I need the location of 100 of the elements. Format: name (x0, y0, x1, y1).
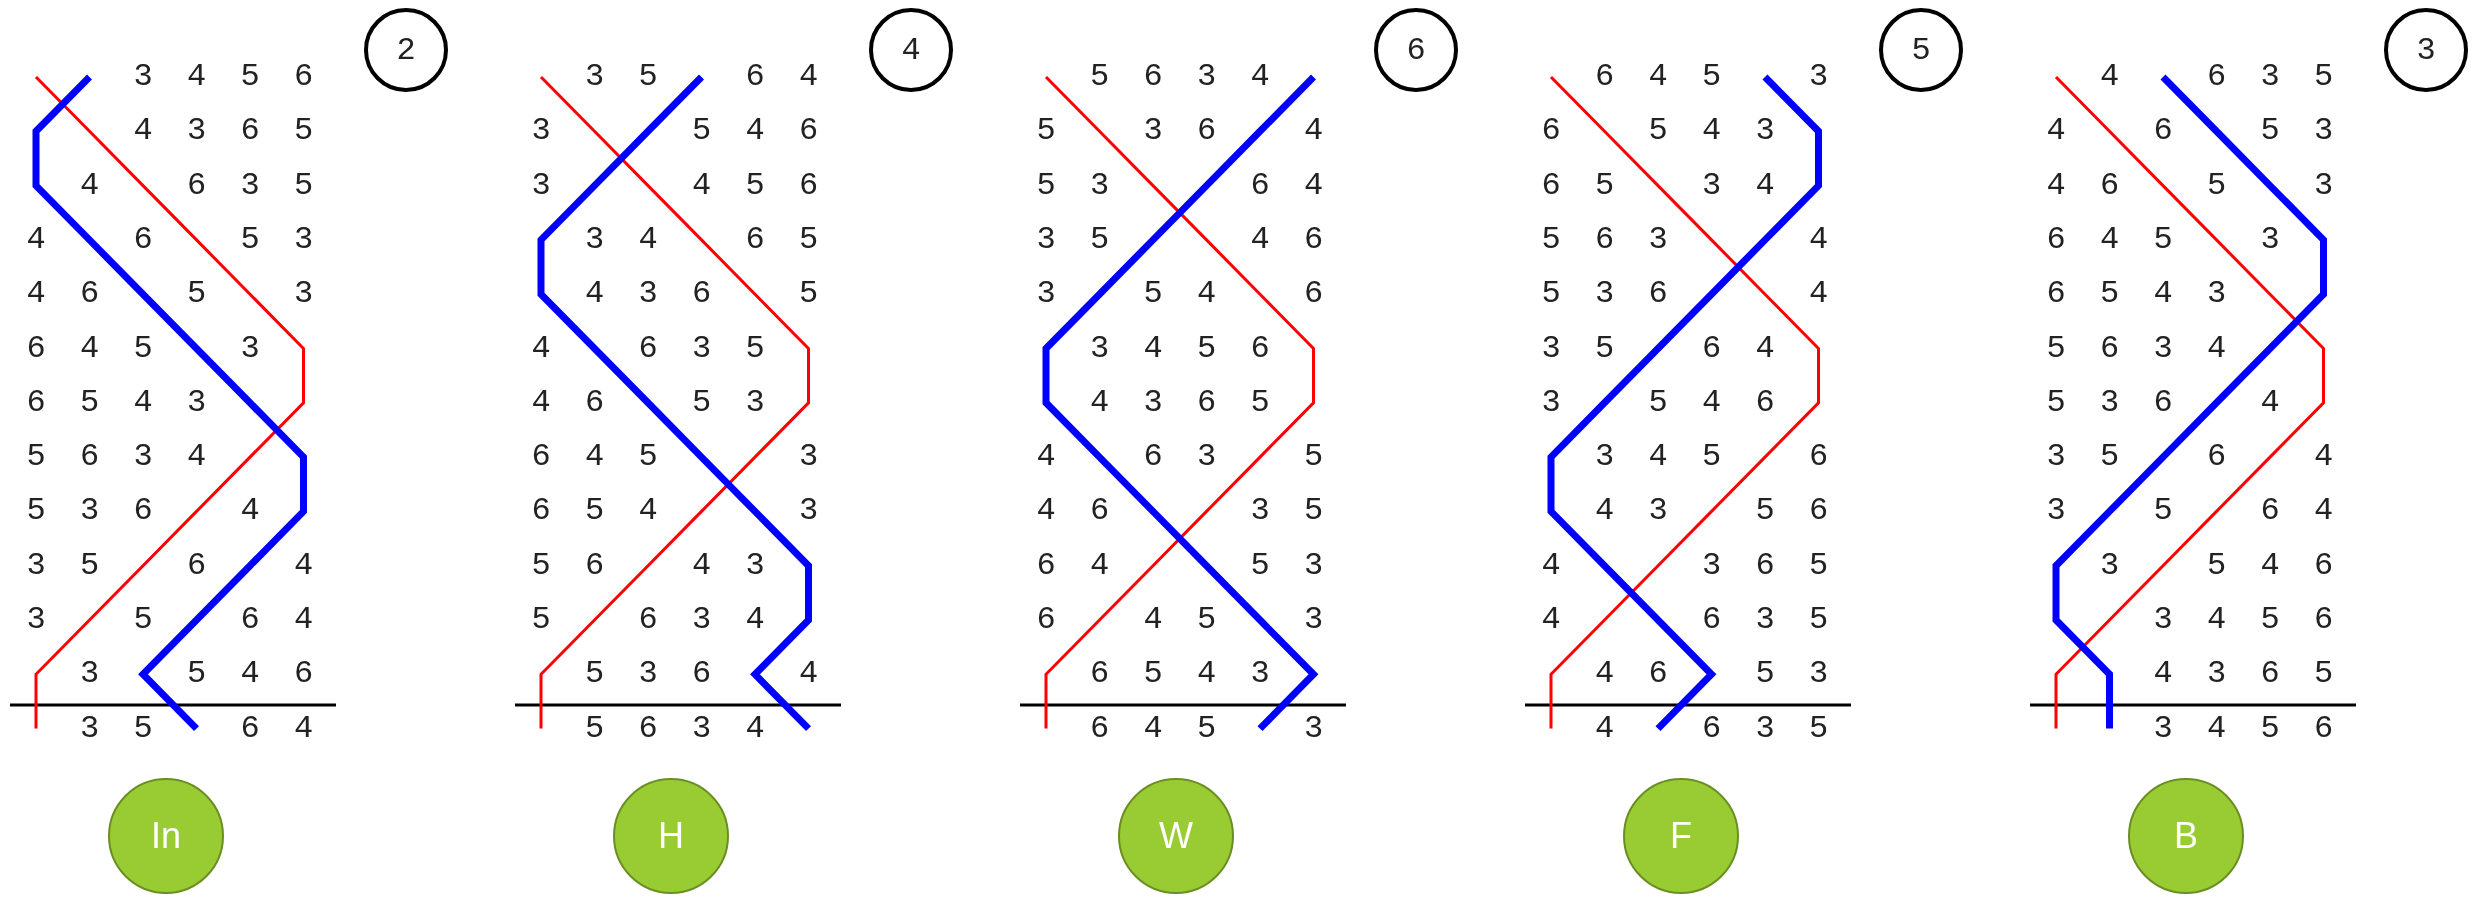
bell-number: 6 (2153, 115, 2173, 148)
bell-number: 5 (1701, 441, 1722, 474)
circled-number: 4 (869, 8, 953, 92)
bell-number: 5 (1089, 223, 1110, 256)
bell-number: 5 (1250, 549, 1270, 582)
bell-number: 3 (1701, 169, 1722, 202)
bell-number: 5 (1648, 115, 1668, 148)
bell-number: 5 (1036, 115, 1056, 148)
bell-number: 3 (798, 495, 819, 528)
bell-number: 6 (2099, 169, 2120, 202)
circled-number: 3 (2384, 8, 2468, 92)
bell-number: 3 (2153, 332, 2173, 365)
bell-number: 4 (1036, 495, 1056, 528)
bell-number: 6 (2046, 223, 2066, 256)
bell-number: 6 (186, 549, 207, 582)
method-badge: In (108, 778, 224, 894)
bell-number: 3 (79, 712, 100, 745)
bell-number: 3 (1196, 61, 1217, 93)
bell-number: 4 (133, 115, 153, 148)
bell-number: 6 (745, 61, 765, 93)
bell-number: 4 (1143, 712, 1163, 745)
bell-number: 6 (1541, 115, 1561, 148)
bell-number: 5 (798, 278, 819, 311)
bell-number: 4 (691, 549, 712, 582)
bell-number: 4 (133, 386, 153, 419)
bell-number: 5 (186, 278, 207, 311)
bell-number: 6 (584, 549, 605, 582)
bell-number: 3 (2313, 115, 2334, 148)
bell-number: 5 (2153, 495, 2173, 528)
bell-number: 6 (1808, 495, 1829, 528)
bell-number: 6 (240, 712, 260, 745)
bell-number: 3 (1303, 712, 1324, 745)
bell-number: 6 (1701, 332, 1722, 365)
bell-number: 4 (1250, 61, 1270, 93)
bell-number: 5 (79, 549, 100, 582)
bell-number: 6 (1303, 223, 1324, 256)
bell-number: 3 (133, 441, 153, 474)
bell-number: 6 (1196, 386, 1217, 419)
bell-number: 6 (1594, 223, 1615, 256)
bell-number: 6 (1701, 604, 1722, 636)
bell-number: 5 (2206, 169, 2227, 202)
bell-number: 4 (1089, 386, 1110, 419)
bell-number: 6 (2206, 61, 2227, 93)
bell-number: 6 (2313, 549, 2334, 582)
bell-number: 4 (26, 278, 46, 311)
bell-number: 3 (1089, 332, 1110, 365)
bell-number: 5 (1143, 278, 1163, 311)
bell-number: 3 (745, 549, 765, 582)
bell-number: 5 (1648, 386, 1668, 419)
bell-number: 6 (26, 332, 46, 365)
bell-number: 3 (1755, 115, 1775, 148)
bell-number: 4 (638, 495, 658, 528)
bell-number: 5 (1036, 169, 1056, 202)
bell-number: 4 (1701, 115, 1722, 148)
bell-number: 3 (1036, 223, 1056, 256)
bell-number: 4 (745, 604, 765, 636)
bell-number: 6 (638, 332, 658, 365)
bell-number: 3 (1303, 549, 1324, 582)
bell-number: 6 (1648, 278, 1668, 311)
bell-number: 6 (798, 169, 819, 202)
bell-number: 5 (638, 441, 658, 474)
bell-number: 3 (1250, 658, 1270, 691)
bell-number: 6 (1250, 169, 1270, 202)
bell-number: 3 (1143, 386, 1163, 419)
bell-number: 4 (2206, 332, 2227, 365)
bell-number: 4 (2046, 115, 2066, 148)
bell-number: 6 (1303, 278, 1324, 311)
bell-number: 5 (1196, 332, 1217, 365)
bell-number: 6 (186, 169, 207, 202)
bell-number: 5 (691, 386, 712, 419)
bell-number: 4 (293, 549, 314, 582)
bell-number: 5 (2153, 223, 2173, 256)
bell-number: 3 (2153, 604, 2173, 636)
bell-number: 4 (1755, 332, 1775, 365)
bell-number: 4 (1808, 223, 1829, 256)
bell-number: 3 (638, 278, 658, 311)
bell-number: 4 (1089, 549, 1110, 582)
bell-number: 4 (2260, 386, 2280, 419)
bell-number: 4 (1594, 712, 1615, 745)
method-badge: F (1623, 778, 1739, 894)
bell-number: 5 (2260, 115, 2280, 148)
bell-number: 5 (240, 61, 260, 93)
bell-number: 4 (798, 658, 819, 691)
bell-number: 5 (26, 495, 46, 528)
bell-number: 3 (240, 169, 260, 202)
bell-number: 3 (26, 549, 46, 582)
bell-number: 3 (584, 223, 605, 256)
bell-number: 3 (691, 604, 712, 636)
bell-number: 4 (2099, 61, 2120, 93)
bell-number: 3 (2313, 169, 2334, 202)
bell-number: 5 (1594, 169, 1615, 202)
method-badge: W (1118, 778, 1234, 894)
bell-number: 5 (638, 61, 658, 93)
bell-number: 6 (1036, 549, 1056, 582)
bell-number: 3 (2046, 441, 2066, 474)
bell-number: 4 (2313, 441, 2334, 474)
bell-number: 4 (1594, 495, 1615, 528)
bell-number: 5 (2313, 61, 2334, 93)
bell-number: 4 (2260, 549, 2280, 582)
bell-number: 4 (638, 223, 658, 256)
